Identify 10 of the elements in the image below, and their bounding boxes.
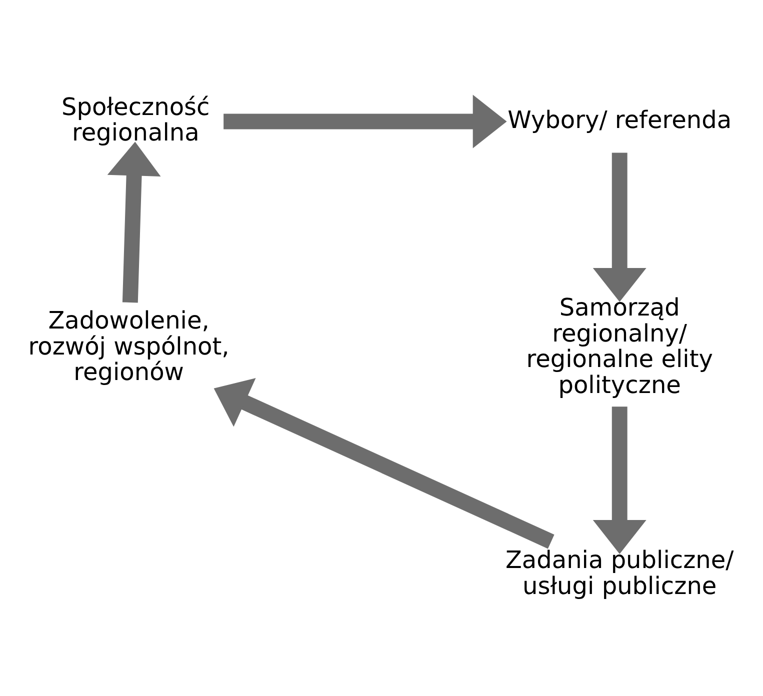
arrow (214, 378, 554, 549)
arrow (592, 406, 646, 554)
node-text: Społeczność regionalna (62, 92, 210, 147)
arrow (107, 142, 161, 303)
node-text: Zadowolenie, rozwój wspólnot, regionów (28, 306, 230, 386)
node-text: Samorząd regionalny/ regionalne elity polityczne (526, 294, 713, 399)
node-text: Zadania publiczne/ usługi publiczne (505, 546, 734, 600)
arrow (224, 94, 507, 148)
arrow (592, 152, 646, 302)
node-text: Wybory/ referenda (508, 106, 732, 134)
